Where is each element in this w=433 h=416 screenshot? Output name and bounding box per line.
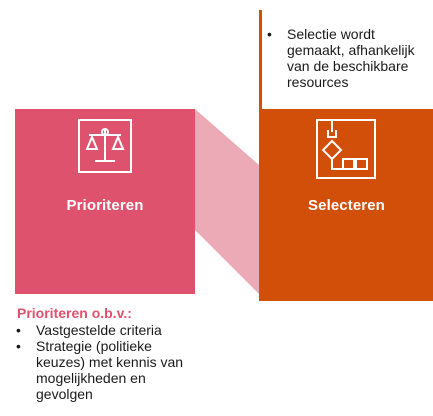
prioriteren-title: Prioriteren [66, 197, 144, 214]
selecteren-title: Selecteren [308, 197, 385, 214]
bullet-marker: • [16, 322, 21, 338]
prioriteren-note-heading: Prioriteren o.b.v.: [17, 305, 132, 321]
balance-scale-icon [78, 119, 132, 178]
prio-bullet-text: Vastgestelde criteria [36, 322, 162, 338]
prio-bullet-text: Strategie (politieke keuzes) met kennis … [36, 338, 184, 402]
bullet-marker: • [267, 26, 272, 42]
list-item: • Vastgestelde criteria [14, 322, 214, 338]
callout-line [259, 10, 262, 109]
flowchart-selection-icon [316, 119, 376, 184]
prioriteren-bullet-list: • Vastgestelde criteria • Strategie (pol… [14, 322, 214, 402]
selecteren-box: Selecteren [259, 109, 433, 301]
list-item: • Selectie wordt gemaakt, afhankelijk va… [265, 26, 430, 90]
selectie-bullet-text: Selectie wordt gemaakt, afhankelijk van … [287, 26, 415, 90]
connector-band [195, 109, 259, 294]
list-item: • Strategie (politieke keuzes) met kenni… [14, 338, 186, 402]
prioriteren-box: Prioriteren [15, 109, 195, 294]
bullet-marker: • [16, 338, 21, 354]
selectie-bullet-list: • Selectie wordt gemaakt, afhankelijk va… [265, 26, 430, 90]
